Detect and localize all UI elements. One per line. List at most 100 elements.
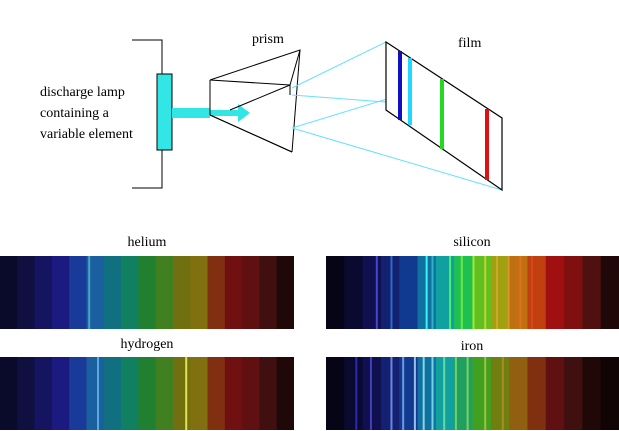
spectrum-band xyxy=(545,256,565,329)
spectrum-band xyxy=(224,256,243,329)
spectrum-band xyxy=(51,256,70,329)
lamp-label-line-3: variable element xyxy=(40,127,133,142)
lamp-label-line-1: discharge lamp xyxy=(40,85,125,100)
spectrum-band xyxy=(138,256,157,329)
spectrum-band xyxy=(435,256,455,329)
spectrum-band xyxy=(17,256,36,329)
spectrum-iron xyxy=(326,357,619,430)
spectrum-band xyxy=(259,256,278,329)
spectrum-band xyxy=(490,256,510,329)
spectral-line xyxy=(519,256,522,329)
light-beam xyxy=(172,108,210,118)
lamp-label-line-2: containing a xyxy=(40,106,109,121)
dispersed-rays xyxy=(291,41,503,191)
spectrum-band xyxy=(380,357,400,430)
spectral-line xyxy=(472,256,475,329)
spectrum-band xyxy=(362,357,382,430)
spectrum-band xyxy=(69,256,88,329)
spectrum-band xyxy=(509,357,529,430)
spectral-line xyxy=(88,256,91,329)
spectrum-band xyxy=(582,357,602,430)
spectral-line xyxy=(402,357,405,430)
spectrum-band xyxy=(600,256,619,329)
spectrum-band xyxy=(155,256,174,329)
spectral-line xyxy=(443,357,446,430)
spectral-line xyxy=(390,256,393,329)
spectrum-band xyxy=(600,357,619,430)
spectrum-band xyxy=(454,357,474,430)
spectrum-band xyxy=(276,256,294,329)
spectrum-band xyxy=(472,256,492,329)
spectral-line xyxy=(431,357,434,430)
spectrum-band xyxy=(86,357,105,430)
spectrum-band xyxy=(103,256,122,329)
spectrum-band xyxy=(259,357,278,430)
spectrum-band xyxy=(207,357,226,430)
spectrum-band xyxy=(190,357,209,430)
spectrum-band xyxy=(121,357,139,430)
spectrum-silicon xyxy=(326,256,619,329)
spectrum-band xyxy=(172,256,191,329)
film-label: film xyxy=(458,36,482,51)
spectrum-band xyxy=(155,357,174,430)
spectrum-band xyxy=(527,357,547,430)
prism-label: prism xyxy=(252,32,284,47)
spectral-line xyxy=(185,357,188,430)
spectrum-band xyxy=(69,357,88,430)
spectral-line xyxy=(97,357,100,430)
spectrum-band xyxy=(17,357,36,430)
spectral-line xyxy=(375,256,378,329)
spectral-line xyxy=(466,357,469,430)
spectral-line xyxy=(369,357,372,430)
spectrum-band xyxy=(582,256,602,329)
spectral-line xyxy=(484,357,487,430)
spectral-line xyxy=(495,256,498,329)
spectrum-band xyxy=(326,357,345,430)
spectrum-helium xyxy=(0,256,294,329)
spectrum-band xyxy=(172,357,191,430)
spectrum-band xyxy=(138,357,157,430)
spectrum-band xyxy=(190,256,209,329)
spectral-line xyxy=(484,256,487,329)
spectrum-band xyxy=(509,256,529,329)
spectrum-band xyxy=(51,357,70,430)
prism xyxy=(209,49,301,153)
spectral-line xyxy=(460,256,463,329)
spectrum-band xyxy=(0,357,18,430)
spectrum-band xyxy=(545,357,565,430)
spectrum-band xyxy=(399,256,419,329)
spectral-line xyxy=(449,256,452,329)
spectrum-band xyxy=(224,357,243,430)
spectral-line xyxy=(454,357,457,430)
spectrum-band xyxy=(454,256,474,329)
spectrum-band xyxy=(564,357,583,430)
arrow-icon xyxy=(210,104,250,122)
spectral-line xyxy=(507,256,510,329)
spectrum-band xyxy=(86,256,105,329)
spectrum-band xyxy=(242,256,261,329)
spectrum-band xyxy=(34,256,53,329)
spectral-line xyxy=(390,357,393,430)
spectrum-band xyxy=(326,256,345,329)
lamp-label: discharge lamp containing a variable ele… xyxy=(40,82,160,145)
spectrum-band xyxy=(344,256,364,329)
spectrum-band xyxy=(362,256,382,329)
spectral-line xyxy=(501,357,504,430)
spectrum-band xyxy=(242,357,261,430)
spectral-line xyxy=(431,256,434,329)
spectral-line xyxy=(355,357,358,430)
spectrum-title-helium: helium xyxy=(127,235,167,250)
spectrum-hydrogen xyxy=(0,357,294,430)
spectrum-band xyxy=(417,357,437,430)
spectrum-band xyxy=(435,357,455,430)
spectrum-title-hydrogen: hydrogen xyxy=(120,337,174,352)
spectrum-band xyxy=(527,256,547,329)
spectrum-band xyxy=(564,256,583,329)
spectrum-title-iron: iron xyxy=(460,339,484,354)
spectrum-band xyxy=(207,256,226,329)
spectral-line xyxy=(422,357,425,430)
spectrum-band xyxy=(0,256,18,329)
spectrum-band xyxy=(380,256,400,329)
spectral-line xyxy=(413,357,416,430)
